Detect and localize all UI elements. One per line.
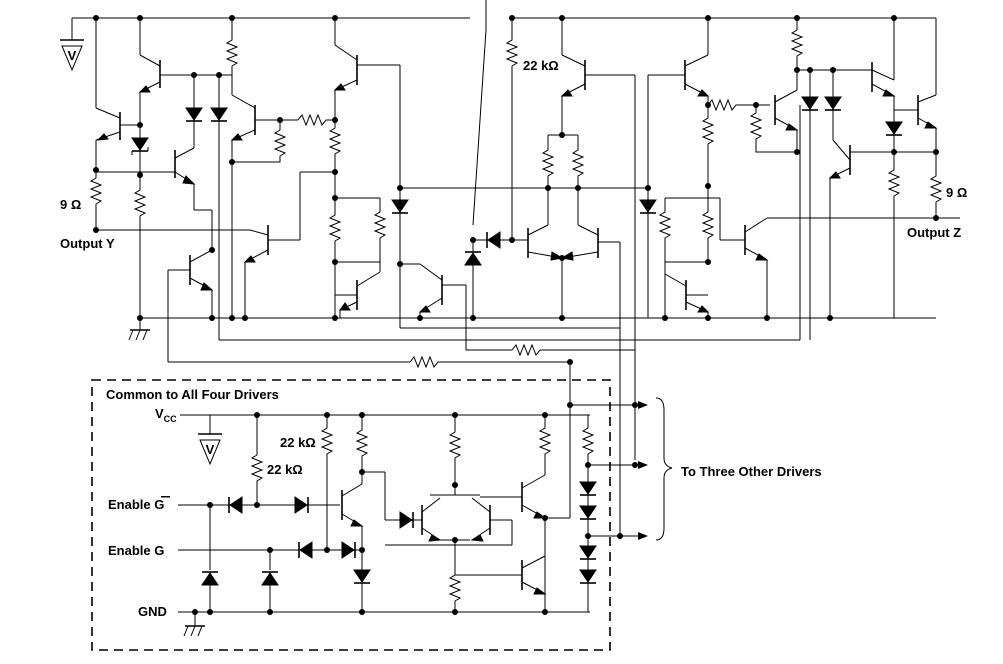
supply-symbol-top-label: V (68, 48, 77, 63)
common-box: Common to All Four Drivers VCC V 22 kΩ 2… (91, 359, 611, 651)
r22k-top-label: 22 kΩ (523, 58, 559, 73)
driver-bottom-rail (128, 105, 936, 341)
output-z-label: Output Z (907, 225, 961, 240)
center-stage: 22 kΩ (464, 0, 657, 535)
left-output-stage: 9 Ω Output Y (60, 18, 570, 369)
enable-g-bar-overline (161, 496, 170, 497)
gnd-label: GND (138, 604, 167, 619)
supply-symbol-box-label: V (206, 442, 215, 457)
output-y-label: Output Y (60, 236, 115, 251)
nine-ohm-left-label: 9 Ω (60, 197, 81, 212)
r22k-a-label: 22 kΩ (280, 435, 316, 450)
supply-symbol-top: V (60, 17, 96, 72)
enable-g-label: Enable G (108, 543, 164, 558)
to-three-other-drivers-label: To Three Other Drivers (681, 464, 822, 479)
right-output-stage: 9 Ω Output Z (647, 18, 967, 340)
other-drivers-connections: To Three Other Drivers (567, 397, 822, 541)
vcc-label: VCC (155, 406, 177, 424)
enable-g-bar-label: Enable G (108, 497, 164, 512)
center-left-stage (328, 18, 648, 357)
nine-ohm-right-label: 9 Ω (946, 185, 967, 200)
common-box-title: Common to All Four Drivers (106, 387, 279, 402)
r22k-b-label: 22 kΩ (267, 462, 303, 477)
